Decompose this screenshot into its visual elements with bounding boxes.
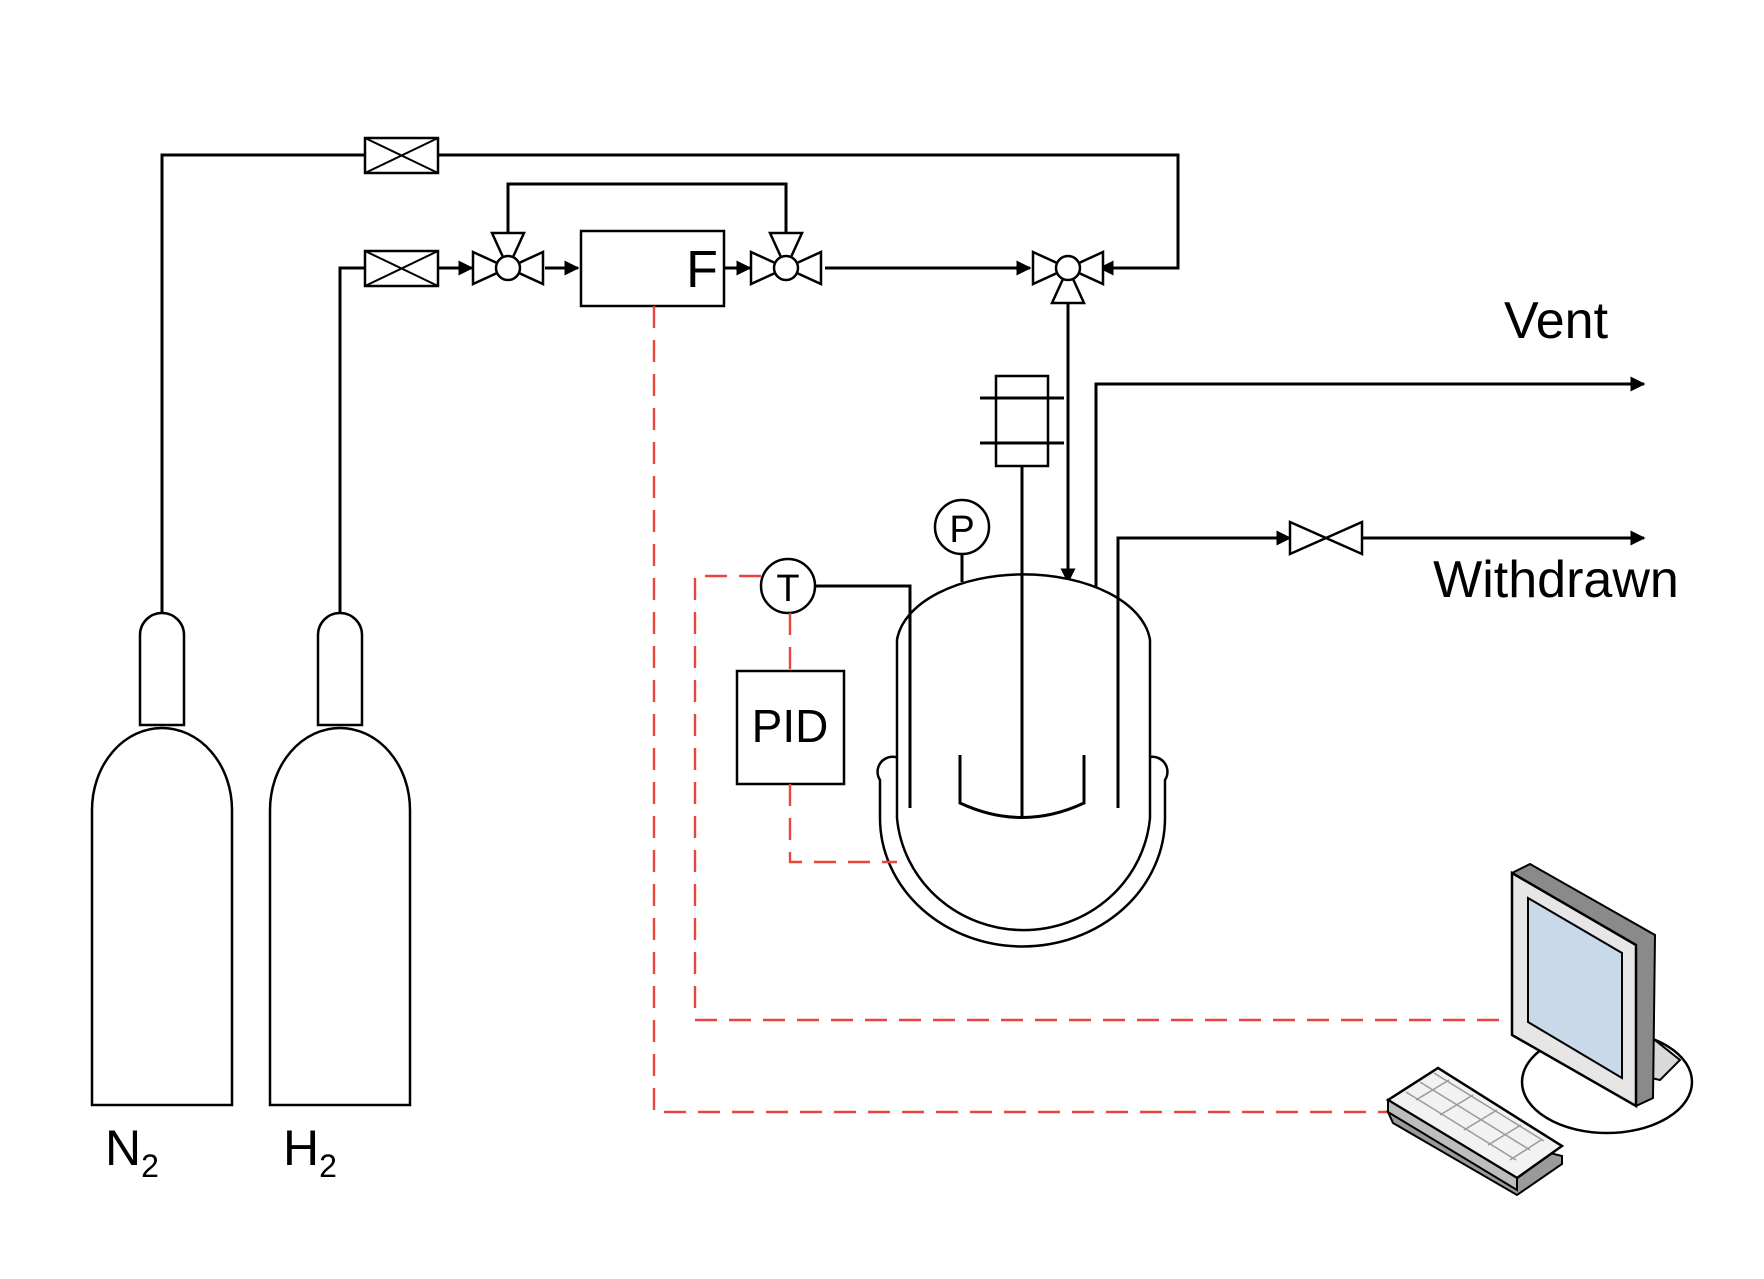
n2-gas-line: [160, 153, 1180, 613]
cylinder-n2: [90, 611, 234, 1107]
h2-valve[interactable]: [363, 249, 440, 288]
pressure-sensor: P: [933, 498, 991, 582]
control-signals: [652, 306, 1516, 1114]
pressure-sensor-label: P: [949, 509, 974, 551]
temperature-sensor-label: T: [776, 568, 799, 610]
cylinder-h2-label: H2: [283, 1120, 337, 1184]
pid-controller-label: PID: [752, 700, 829, 752]
three-way-valve-2[interactable]: [749, 231, 823, 286]
three-way-valve-3[interactable]: [1031, 250, 1105, 305]
withdrawn-valve[interactable]: [1288, 520, 1364, 556]
h2-gas-line: [338, 182, 1032, 613]
three-way-valve-1[interactable]: [471, 231, 545, 286]
temperature-sensor: T: [759, 557, 912, 640]
stirrer-impeller: [958, 755, 1086, 819]
flow-meter-label: F: [686, 241, 718, 299]
stirrer-motor: [980, 374, 1064, 468]
vent-label: Vent: [1504, 292, 1609, 350]
withdrawn-label: Withdrawn: [1433, 551, 1679, 609]
vent-line: [1094, 376, 1646, 588]
computer-monitor-icon: [1510, 862, 1694, 1135]
keyboard-icon: [1385, 1066, 1565, 1197]
flow-meter: F: [579, 229, 726, 308]
cylinder-h2: [268, 611, 412, 1107]
pid-controller: PID: [735, 669, 846, 786]
n2-valve[interactable]: [363, 136, 440, 175]
cylinder-n2-label: N2: [105, 1120, 159, 1184]
